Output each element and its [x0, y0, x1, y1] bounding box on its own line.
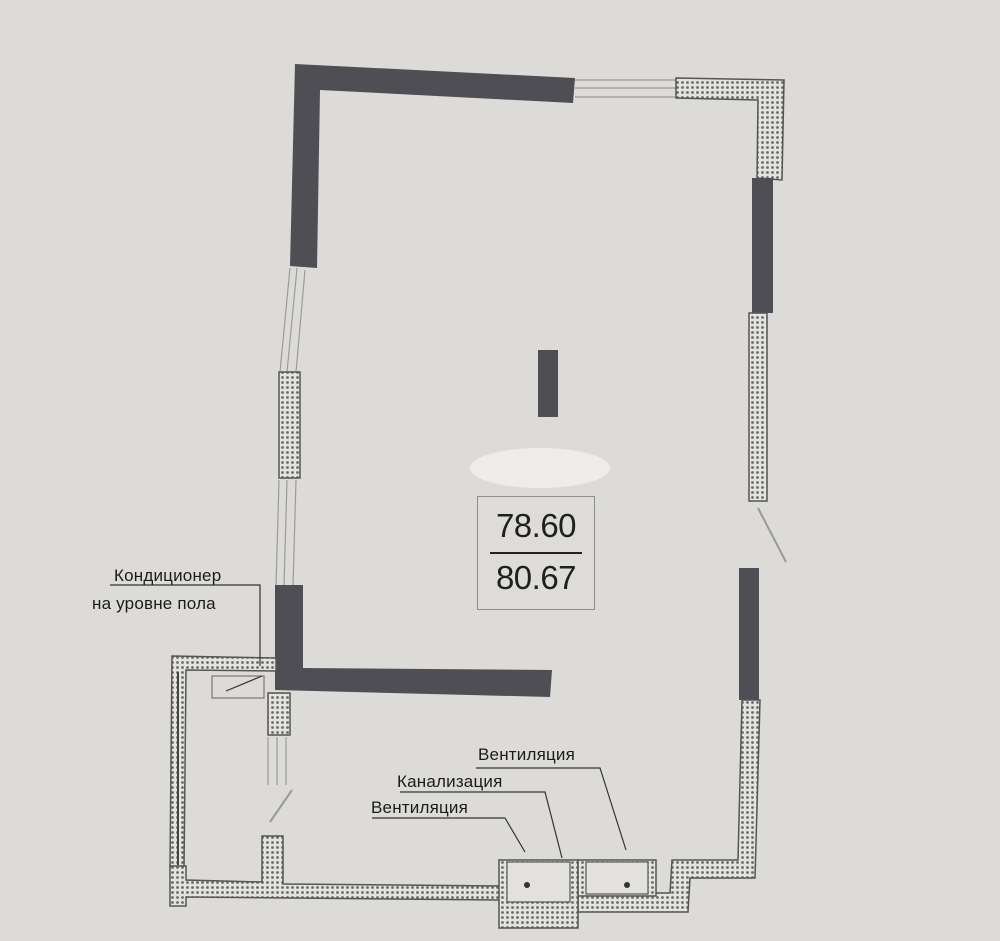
ac-label-leader: [110, 584, 261, 666]
right-door: [757, 507, 787, 563]
ac-label-line2: на уровне пола: [92, 594, 216, 613]
sewage-leader: [400, 791, 563, 859]
blur-smudge: [470, 448, 610, 488]
living-area: 78.60: [495, 507, 577, 544]
right-wall-solid: [752, 178, 773, 313]
shaft-left-inner: [506, 861, 571, 903]
ac-leader: [225, 675, 263, 692]
ac-label-line1: Кондиционер: [114, 566, 222, 585]
left-window-lower: [275, 479, 297, 587]
right-wall-hatched: [748, 312, 768, 502]
ventilation-label-left: Вентиляция: [371, 798, 469, 817]
balcony-pier: [267, 692, 291, 736]
ac-unit: [211, 675, 265, 699]
sewage-label: Канализация: [397, 772, 503, 791]
top-window: [575, 79, 678, 98]
column: [538, 350, 558, 417]
vent-marker-right: [624, 882, 630, 888]
vent-right-leader: [476, 767, 627, 851]
right-wall-lower: [739, 568, 759, 700]
ventilation-label-right: Вентиляция: [478, 745, 576, 764]
left-pier: [278, 371, 301, 479]
top-right-wall: [675, 77, 785, 181]
area-box: 78.60 80.67: [477, 496, 595, 610]
top-wall: [290, 64, 575, 268]
balcony-wall: [169, 655, 277, 869]
area-divider: [490, 552, 582, 554]
inner-wall: [275, 585, 552, 697]
shaft-right-inner: [585, 861, 649, 895]
total-area: 80.67: [495, 559, 577, 596]
vent-marker-left: [524, 882, 530, 888]
balcony-door: [269, 789, 293, 823]
vent-left-leader: [372, 817, 526, 853]
bottom-left-wall: [169, 835, 501, 907]
left-window-upper: [279, 267, 306, 373]
balcony-window: [267, 737, 287, 785]
